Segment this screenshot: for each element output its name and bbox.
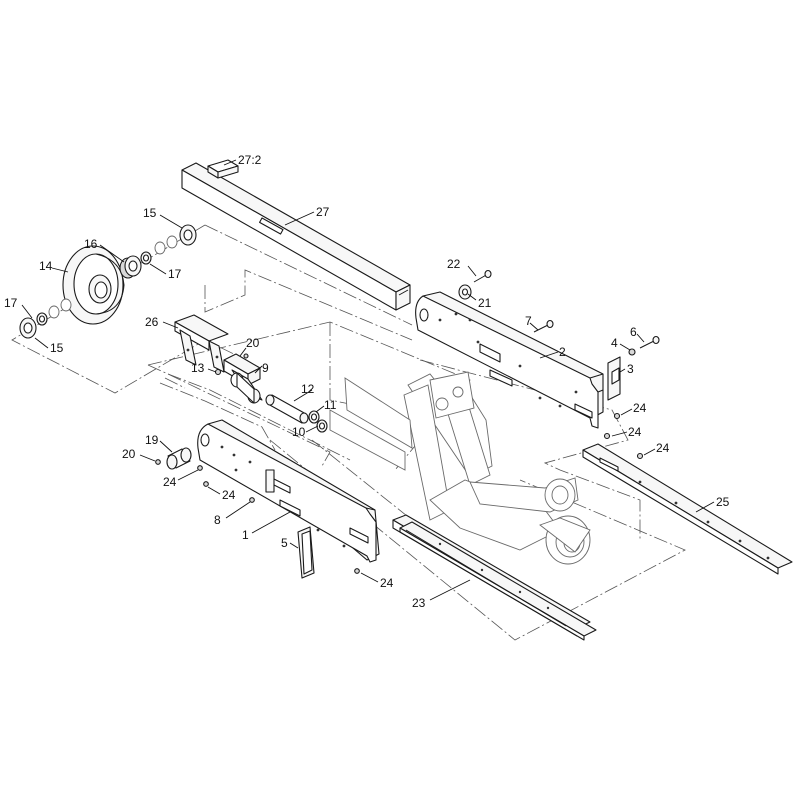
part-22-bolt	[473, 269, 492, 283]
callout-15-lower: 15	[50, 341, 64, 355]
callout-25: 25	[716, 495, 730, 509]
callout-20-upper: 20	[246, 336, 260, 350]
left-nuts	[155, 459, 360, 574]
part-27-2-tube-cap	[207, 159, 239, 179]
callout-14: 14	[39, 259, 53, 273]
callout-24-right-2: 24	[628, 425, 642, 439]
part-7-bolt	[533, 319, 554, 333]
callout-24-bottom: 24	[380, 576, 394, 590]
leader-lines	[21, 159, 715, 601]
callout-13: 13	[191, 361, 205, 375]
callout-17-upper: 17	[168, 267, 182, 281]
callout-27: 27	[316, 205, 330, 219]
part-16-bearing	[119, 255, 142, 279]
callout-24-right-1: 24	[633, 401, 647, 415]
callout-4: 4	[611, 336, 618, 350]
callout-1: 1	[242, 528, 249, 542]
callout-15-upper: 15	[143, 206, 157, 220]
part-2-side-plate	[415, 291, 604, 429]
callout-24-left-1: 24	[163, 475, 177, 489]
callout-17-lower: 17	[4, 296, 18, 310]
callout-27-2: 27:2	[238, 153, 262, 167]
callout-24-right-3: 24	[656, 441, 670, 455]
part-23-rail	[392, 514, 597, 641]
upper-spacer-stack	[140, 224, 197, 265]
assembly-centerlines	[11, 224, 686, 641]
callout-labels: 27:2 27 15 16 14 17 17 15 26 20 13 9 12 …	[4, 153, 730, 610]
lower-spacer-stack	[19, 298, 72, 339]
part-1-side-plate	[197, 419, 380, 563]
callout-5: 5	[281, 536, 288, 550]
callout-24-left-2: 24	[222, 488, 236, 502]
part-26-bracket	[174, 314, 229, 373]
right-nuts	[603, 412, 644, 460]
part-19-bushing	[166, 447, 192, 470]
callout-8: 8	[214, 513, 221, 527]
callout-20-lower: 20	[122, 447, 136, 461]
callout-16: 16	[84, 237, 98, 251]
swing-arm-frame	[329, 371, 591, 565]
callout-7: 7	[525, 314, 532, 328]
callout-9: 9	[262, 361, 269, 375]
part-6-bolt	[628, 335, 660, 356]
part-14-pulley	[62, 245, 125, 325]
callout-11: 11	[324, 398, 337, 412]
callout-26: 26	[145, 315, 159, 329]
callout-21: 21	[478, 296, 492, 310]
callout-6: 6	[630, 325, 637, 339]
part-27-square-tube	[181, 162, 411, 311]
callout-10: 10	[292, 425, 306, 439]
part-9-pivot-block	[214, 353, 263, 404]
callout-12: 12	[301, 382, 315, 396]
callout-19: 19	[145, 433, 159, 447]
part-12-pin	[265, 394, 309, 424]
part-25-long-strip	[582, 443, 793, 575]
callout-3: 3	[627, 362, 634, 376]
part-5-link-bar	[297, 526, 315, 579]
part-3-small-bracket	[607, 356, 621, 401]
part-21-washer	[458, 284, 472, 300]
callout-23: 23	[412, 596, 426, 610]
callout-22: 22	[447, 257, 461, 271]
callout-2: 2	[559, 345, 566, 359]
